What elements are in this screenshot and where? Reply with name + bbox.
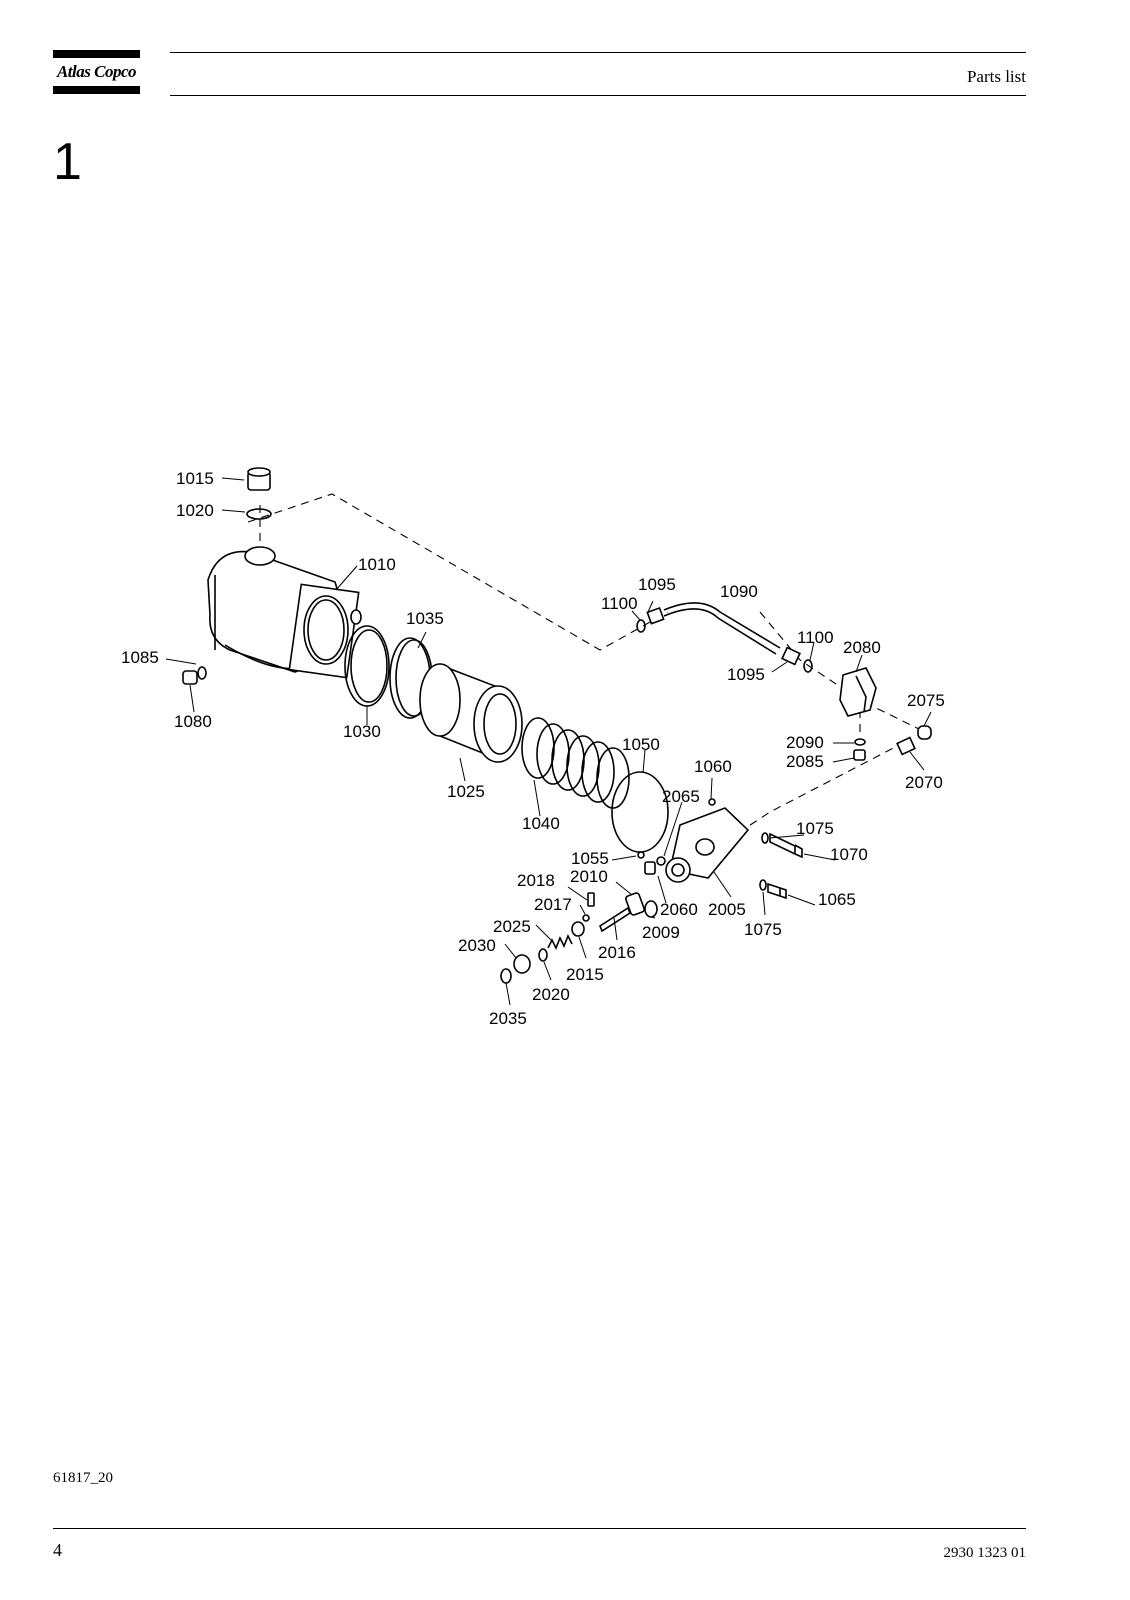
part-1075-washer xyxy=(759,879,767,891)
atlas-copco-logo: Atlas Copco xyxy=(53,50,140,94)
callout-label: 2090 xyxy=(786,733,824,752)
section-number: 1 xyxy=(53,133,82,191)
callout-label: 1070 xyxy=(830,845,868,864)
part-2085-plug xyxy=(853,749,866,761)
logo-bar-bottom xyxy=(53,86,140,94)
part-2015-seat xyxy=(571,921,585,937)
callout-label: 1060 xyxy=(694,757,732,776)
part-2025-spring xyxy=(547,934,573,950)
part-1095-fitting xyxy=(781,646,801,666)
part-1050-diaphragm xyxy=(611,771,669,853)
part-2075-elbow xyxy=(917,725,932,740)
callout-label: 1095 xyxy=(638,575,676,594)
callout-label: 1100 xyxy=(797,628,834,647)
part-2080-valve xyxy=(839,667,877,717)
callout-label: 2020 xyxy=(532,985,570,1004)
callout-label: 1095 xyxy=(727,665,765,684)
part-2009-ring xyxy=(644,900,658,918)
part-1060-pin xyxy=(708,798,716,806)
part-1055-ball xyxy=(637,851,645,859)
part-1075-washer xyxy=(761,832,769,844)
part-2016-stem xyxy=(599,906,631,933)
callout-label: 2005 xyxy=(708,900,746,919)
logo-bar-top xyxy=(53,50,140,58)
figure-id: 61817_20 xyxy=(53,1470,113,1486)
part-1095-fitting xyxy=(646,606,665,625)
callout-label: 2025 xyxy=(493,917,531,936)
callout-label: 1035 xyxy=(406,609,444,628)
callout-label: 1020 xyxy=(176,501,214,520)
header-rule-top xyxy=(170,52,1026,53)
callout-label: 2017 xyxy=(534,895,572,914)
part-1090-pipe xyxy=(663,602,781,649)
callout-label: 2080 xyxy=(843,638,881,657)
callout-label: 1025 xyxy=(447,782,485,801)
part-2010-nut xyxy=(625,892,645,916)
document-number: 2930 1323 01 xyxy=(943,1545,1027,1561)
header-title: Parts list xyxy=(966,67,1026,86)
callout-label: 2010 xyxy=(570,867,608,886)
callout-label: 1040 xyxy=(522,814,560,833)
callout-label: 1030 xyxy=(343,722,381,741)
header-rule-bottom xyxy=(170,95,1026,96)
part-1025-cylinder xyxy=(419,663,523,763)
part-1010-housing xyxy=(207,546,362,679)
dashed-assembly-line xyxy=(247,493,669,651)
callout-label: 1050 xyxy=(622,735,660,754)
callout-label: 2015 xyxy=(566,965,604,984)
part-2035-ring xyxy=(500,968,512,984)
part-2065-ring xyxy=(656,856,666,866)
footer-rule xyxy=(53,1528,1026,1529)
dashed-assembly-line xyxy=(759,611,926,733)
callout-label: 2035 xyxy=(489,1009,527,1028)
part-1080-plug xyxy=(182,670,198,685)
callout-label: 2075 xyxy=(907,691,945,710)
callout-label: 2009 xyxy=(642,923,680,942)
part-2020-ring xyxy=(538,948,548,962)
callout-label: 1015 xyxy=(176,469,214,488)
part-1070-bolt xyxy=(769,832,803,859)
callout-label: 2060 xyxy=(660,900,698,919)
callout-label: 2018 xyxy=(517,871,555,890)
callout-label: 1075 xyxy=(796,819,834,838)
callout-label: 2030 xyxy=(458,936,496,955)
part-2018-screw xyxy=(587,892,595,907)
part-2090-washer xyxy=(854,738,866,746)
callout-label: 1085 xyxy=(121,648,159,667)
part-2017-ball xyxy=(582,914,590,922)
part-1085-ring xyxy=(197,666,207,680)
callout-label: 1080 xyxy=(174,712,212,731)
exploded-parts-drawing: 1015 1020 1010 1035 1085 1080 1030 1025 … xyxy=(121,467,945,1028)
callout-label: 1090 xyxy=(720,582,758,601)
callout-label: 1075 xyxy=(744,920,782,939)
callout-label: 2016 xyxy=(598,943,636,962)
part-1015-cap xyxy=(247,467,271,491)
logo-text: Atlas Copco xyxy=(56,62,137,81)
callout-label: 1055 xyxy=(571,849,609,868)
callout-label: 1010 xyxy=(358,555,396,574)
callout-label: 2070 xyxy=(905,773,943,792)
part-2070-fitting xyxy=(896,736,916,756)
page-number: 4 xyxy=(53,1540,62,1560)
part-2030-cap xyxy=(513,954,531,974)
part-1100-ring xyxy=(803,659,813,673)
callout-label: 1100 xyxy=(601,594,638,613)
callout-label: 2065 xyxy=(662,787,700,806)
part-2005-valve-cover xyxy=(665,807,750,883)
part-1020-ring xyxy=(246,508,272,520)
part-1100-ring xyxy=(636,619,646,633)
part-2060-plug xyxy=(644,861,656,875)
callout-label: 2085 xyxy=(786,752,824,771)
part-1040-spring xyxy=(521,717,630,809)
part-1065-bolt xyxy=(767,882,787,900)
callout-label: 1065 xyxy=(818,890,856,909)
